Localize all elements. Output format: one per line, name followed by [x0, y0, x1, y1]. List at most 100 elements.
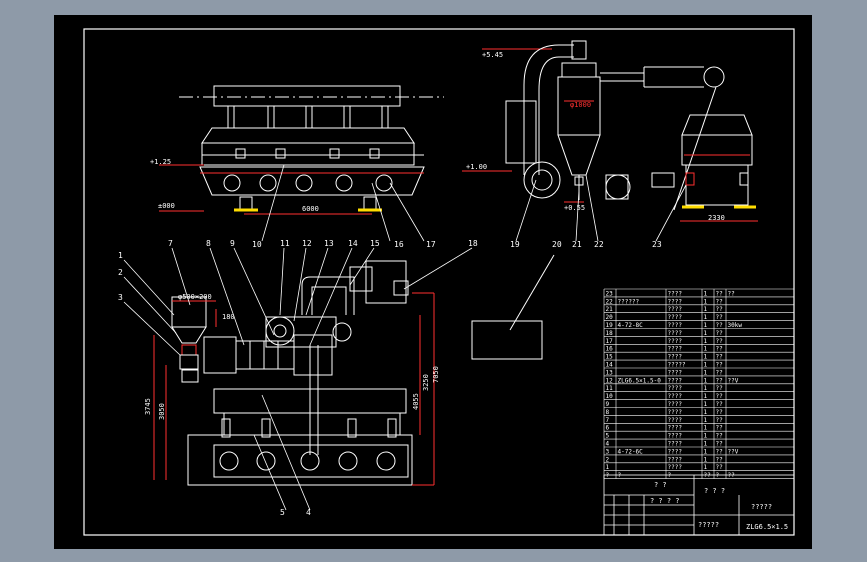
parts-cell-no: 18 — [606, 330, 614, 337]
callout-2: 2 — [118, 268, 123, 277]
parts-cell-note: ?? — [728, 290, 736, 297]
parts-cell-mat: ?? — [716, 425, 724, 432]
right-b-dimension: 3250 — [422, 374, 430, 391]
parts-cell-qty: 1 — [704, 330, 708, 337]
parts-cell-mat: ?? — [716, 464, 724, 471]
parts-header-note: ?? — [728, 472, 736, 479]
callout-23: 23 — [652, 240, 662, 249]
title-org: ????? — [751, 503, 772, 511]
cad-drawing: +1.25 ±000 6000 — [83, 28, 795, 536]
parts-cell-code: ???? — [668, 369, 683, 376]
parts-cell-code: ???? — [668, 417, 683, 424]
parts-cell-qty: 1 — [704, 362, 708, 369]
parts-header-name: ? — [618, 472, 622, 479]
parts-cell-code: ???? — [668, 354, 683, 361]
parts-cell-code: ???? — [668, 409, 683, 416]
parts-cell-qty: 1 — [704, 433, 708, 440]
parts-cell-mat: ?? — [716, 290, 724, 297]
parts-cell-qty: 1 — [704, 298, 708, 305]
parts-cell-code: ???? — [668, 314, 683, 321]
parts-cell-code: ???? — [668, 298, 683, 305]
parts-cell-no: 21 — [606, 306, 614, 313]
callout-13: 13 — [324, 239, 334, 248]
parts-cell-qty: 1 — [704, 417, 708, 424]
parts-cell-no: 19 — [606, 322, 614, 329]
parts-cell-no: 6 — [606, 425, 610, 432]
title-drawing-number: ZLG6.5×1.5 — [746, 523, 788, 531]
parts-cell-mat: ?? — [716, 409, 724, 416]
parts-cell-code: ???? — [668, 338, 683, 345]
parts-cell-qty: 1 — [704, 385, 708, 392]
parts-cell-qty: 1 — [704, 369, 708, 376]
parts-cell-no: 16 — [606, 346, 614, 353]
parts-cell-mat: ?? — [716, 441, 724, 448]
parts-cell-qty: 1 — [704, 314, 708, 321]
callout-12: 12 — [302, 239, 312, 248]
callout-21: 21 — [572, 240, 582, 249]
fan-base-dimension: 2330 — [708, 214, 725, 222]
cyclone-diameter: φ1000 — [570, 101, 591, 109]
parts-cell-note: 30kw — [728, 322, 743, 329]
parts-cell-mat: ?? — [716, 456, 724, 463]
parts-cell-no: 9 — [606, 401, 610, 408]
callout-leaders — [123, 164, 687, 511]
drawing-border — [83, 28, 795, 536]
title-block — [603, 474, 795, 536]
title-name-cells: ? ? ? — [704, 487, 725, 495]
callout-20: 20 — [552, 240, 562, 249]
parts-cell-qty: 1 — [704, 338, 708, 345]
parts-cell-qty: 1 — [704, 409, 708, 416]
left-mid-dimension: 3050 — [158, 403, 166, 420]
drawing-sheet: +1.25 ±000 6000 — [54, 15, 812, 549]
parts-cell-qty: 1 — [704, 354, 708, 361]
parts-cell-code: ???? — [668, 441, 683, 448]
parts-cell-code: ???? — [668, 290, 683, 297]
callout-17: 17 — [426, 240, 436, 249]
parts-cell-code: ???? — [668, 464, 683, 471]
parts-cell-no: 14 — [606, 362, 614, 369]
title-small-cells: ? ? ? ? — [650, 497, 680, 505]
parts-cell-qty: 1 — [704, 306, 708, 313]
parts-header-qty: ?? — [704, 472, 712, 479]
parts-cell-code: ???? — [668, 322, 683, 329]
parts-cell-code: ???? — [668, 456, 683, 463]
parts-cell-mat: ?? — [716, 393, 724, 400]
parts-cell-code: ???? — [668, 433, 683, 440]
elevation-zero-label: ±000 — [158, 202, 175, 210]
callout-10: 10 — [252, 240, 262, 249]
parts-cell-mat: ?? — [716, 354, 724, 361]
parts-cell-mat: ?? — [716, 338, 724, 345]
parts-cell-note: ??V — [728, 377, 739, 384]
callout-8: 8 — [206, 239, 211, 248]
parts-cell-no: 12 — [606, 377, 614, 384]
parts-cell-qty: 1 — [704, 290, 708, 297]
elevation-high-label: +1.25 — [150, 158, 171, 166]
callout-4: 4 — [306, 508, 311, 517]
callout-1: 1 — [118, 251, 123, 260]
parts-cell-code: ???? — [668, 401, 683, 408]
elevation-low-label: +0.55 — [564, 204, 585, 212]
parts-cell-mat: ?? — [716, 362, 724, 369]
callout-15: 15 — [370, 239, 380, 248]
bed-length-dimension: 6000 — [302, 205, 319, 213]
parts-cell-no: 23 — [606, 290, 614, 297]
parts-cell-no: 1 — [606, 464, 610, 471]
title-approval: ????? — [698, 521, 719, 529]
parts-cell-mat: ?? — [716, 401, 724, 408]
parts-cell-mat: ?? — [716, 385, 724, 392]
parts-cell-mat: ?? — [716, 369, 724, 376]
callout-14: 14 — [348, 239, 358, 248]
parts-cell-mat: ?? — [716, 346, 724, 353]
plan-view — [153, 260, 435, 486]
parts-cell-note: ??V — [728, 448, 739, 455]
callout-7: 7 — [168, 239, 173, 248]
cyclone-fan-view — [462, 40, 758, 222]
parts-cell-code: ???? — [668, 346, 683, 353]
left-total-dimension: 3745 — [144, 398, 152, 415]
parts-cell-mat: ?? — [716, 314, 724, 321]
parts-cell-no: 22 — [606, 298, 614, 305]
parts-cell-qty: 1 — [704, 448, 708, 455]
parts-cell-name: ?????? — [618, 298, 640, 305]
parts-cell-no: 17 — [606, 338, 614, 345]
parts-cell-code: ???? — [668, 385, 683, 392]
